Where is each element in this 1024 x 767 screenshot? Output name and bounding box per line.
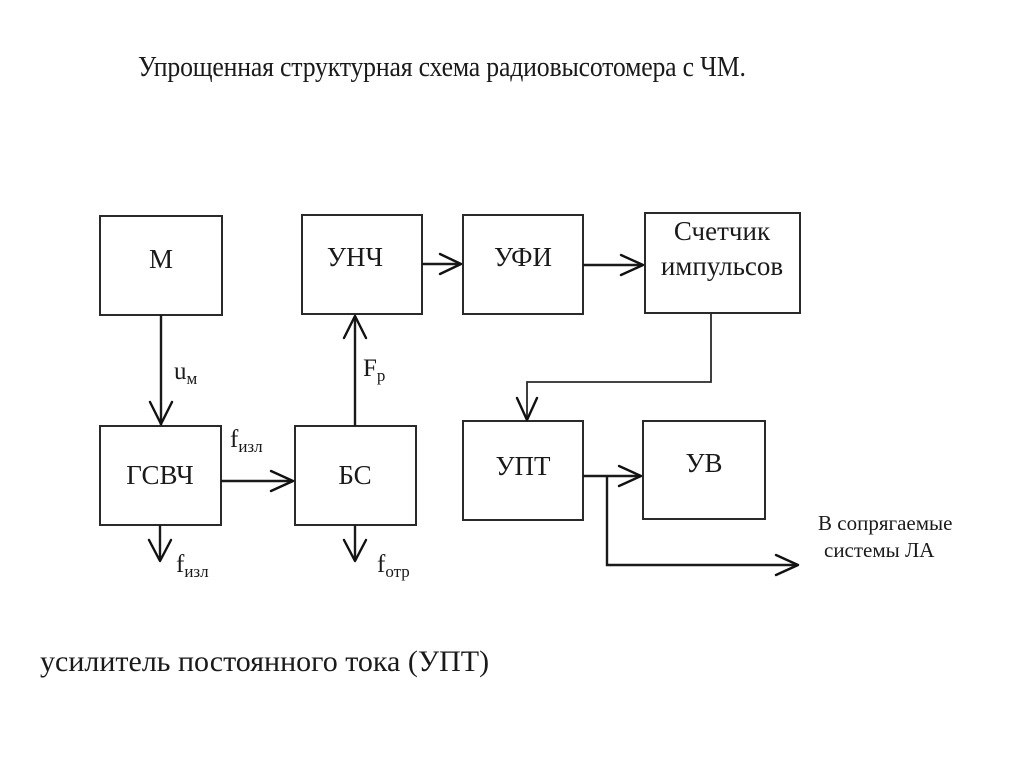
arrow-right-icon <box>774 553 800 577</box>
block-upt-label: УПТ <box>495 451 551 481</box>
page-title: Упрощенная структурная схема радиовысото… <box>138 52 746 83</box>
block-gsvch-frame <box>99 425 222 526</box>
arrow-m-to-gsvch <box>148 315 174 426</box>
block-ufi-label: УФИ <box>494 242 552 272</box>
block-uv-frame <box>642 420 766 520</box>
signal-um: uм <box>174 358 198 388</box>
block-bs-label: БС <box>338 460 371 490</box>
signal-f-izl-bottom: fизл <box>176 551 209 581</box>
block-gsvch: ГСВЧ <box>99 425 222 526</box>
block-counter: Счетчик импульсов <box>644 212 801 314</box>
arrow-down-icon <box>515 396 539 422</box>
output-note-line2: системы ЛА <box>824 538 935 562</box>
block-upt: УПТ <box>462 420 584 521</box>
block-unch: УНЧ <box>301 214 423 315</box>
arrow-counter-to-upt <box>515 313 712 422</box>
arrow-bs-out <box>342 525 368 563</box>
block-counter-frame <box>644 212 801 314</box>
signal-fp: Fр <box>363 355 385 385</box>
arrow-ufi-to-counter <box>583 253 645 277</box>
signal-f-otr: fотр <box>377 551 410 581</box>
block-m-label: М <box>149 244 173 274</box>
block-counter-label-line2: импульсов <box>661 251 783 281</box>
arrow-down-icon <box>148 400 174 426</box>
arrow-right-icon <box>619 253 645 277</box>
block-m-frame <box>99 215 223 316</box>
arrow-gsvch-out <box>147 525 173 563</box>
block-uv-label: УВ <box>685 448 722 478</box>
footer-note: усилитель постоянного тока (УПТ) <box>40 645 490 678</box>
arrow-down-icon <box>342 538 368 563</box>
arrow-unch-to-ufi <box>422 252 463 276</box>
arrow-gsvch-to-bs <box>221 469 295 493</box>
block-upt-frame <box>462 420 584 521</box>
arrow-right-icon <box>269 469 295 493</box>
arrow-upt-to-uv <box>583 464 643 488</box>
arrow-right-icon <box>438 252 463 276</box>
arrow-upt-to-external <box>605 476 800 577</box>
output-note-line1: В сопрягаемые <box>818 511 952 535</box>
block-counter-label-line1: Счетчик <box>674 216 771 246</box>
block-unch-label: УНЧ <box>327 242 383 272</box>
arrow-right-icon <box>617 464 643 488</box>
block-ufi: УФИ <box>462 214 584 315</box>
arrow-up-icon <box>342 314 368 340</box>
arrow-bs-to-unch <box>342 314 368 426</box>
signal-f-izl-top: fизл <box>230 426 263 456</box>
block-bs: БС <box>294 425 417 526</box>
block-uv: УВ <box>642 420 766 520</box>
block-m: М <box>99 215 223 316</box>
block-ufi-frame <box>462 214 584 315</box>
arrow-down-icon <box>147 538 173 563</box>
block-gsvch-label: ГСВЧ <box>126 460 193 490</box>
